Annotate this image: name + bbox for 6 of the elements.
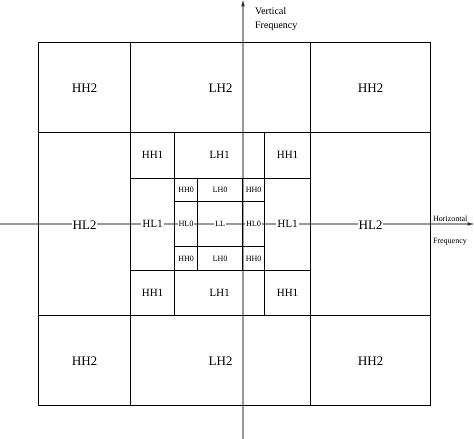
subband-cell: HH2 bbox=[38, 42, 131, 133]
axis-label: Vertical Frequency bbox=[255, 5, 298, 33]
subband-cell: HH2 bbox=[310, 315, 431, 406]
subband-cell: HH2 bbox=[38, 315, 131, 406]
axis-label: Horizontal Frequency bbox=[433, 213, 468, 247]
subband-cell: HH2 bbox=[310, 42, 431, 133]
